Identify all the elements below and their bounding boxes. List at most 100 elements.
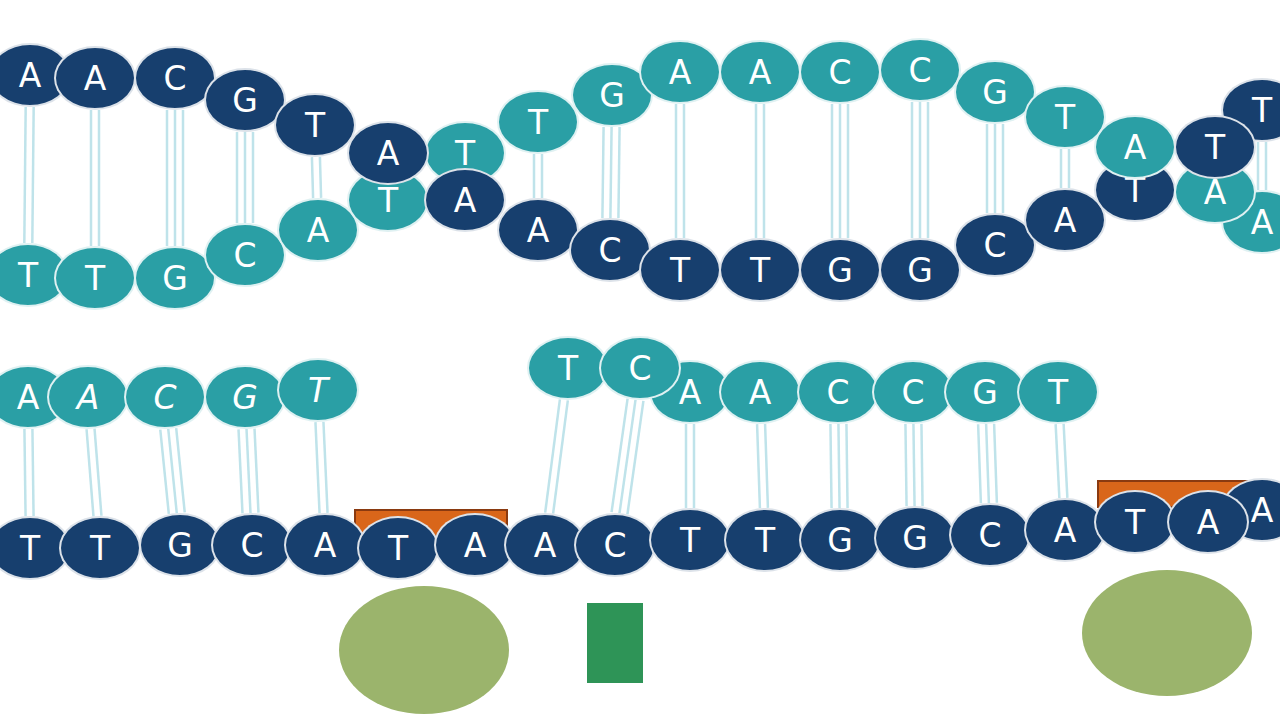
nucleotide: A bbox=[284, 513, 366, 577]
hydrogen-bond bbox=[91, 110, 99, 246]
bond-line bbox=[763, 104, 766, 238]
bond-line bbox=[839, 104, 842, 238]
bond-line bbox=[312, 157, 313, 198]
hydrogen-bond bbox=[167, 110, 183, 246]
nucleotide: A bbox=[719, 360, 801, 424]
base-letter: C bbox=[901, 376, 924, 409]
hydrogen-bond bbox=[534, 154, 542, 198]
nucleotide: G bbox=[799, 508, 881, 572]
base-letter: G bbox=[232, 381, 258, 414]
base-letter: G bbox=[599, 79, 625, 112]
nucleotide: T bbox=[527, 336, 609, 400]
base-letter: A bbox=[534, 529, 557, 562]
base-letter: A bbox=[527, 214, 550, 247]
bond-line bbox=[994, 124, 997, 213]
base-letter: C bbox=[153, 381, 176, 414]
bond-line bbox=[541, 154, 544, 198]
base-letter: C bbox=[603, 529, 626, 562]
base-letter: A bbox=[77, 381, 100, 414]
nucleotide: T bbox=[719, 238, 801, 302]
bond-line bbox=[1064, 424, 1068, 498]
base-letter: C bbox=[978, 519, 1001, 552]
bond-line bbox=[830, 424, 831, 508]
base-letter: C bbox=[598, 234, 621, 267]
base-letter: A bbox=[314, 529, 337, 562]
base-letter: A bbox=[1251, 494, 1274, 527]
bond-line bbox=[846, 424, 847, 508]
base-letter: T bbox=[1055, 101, 1075, 134]
hydrogen-bond bbox=[160, 428, 184, 514]
hydrogen-bond bbox=[978, 424, 997, 504]
base-letter: T bbox=[308, 374, 328, 407]
bond-line bbox=[323, 422, 327, 513]
nucleotide: T bbox=[1174, 115, 1256, 179]
hydrogen-bond bbox=[239, 429, 259, 514]
nucleotide: T bbox=[1094, 490, 1176, 554]
bond-line bbox=[1002, 124, 1005, 213]
nucleotide: G bbox=[879, 238, 961, 302]
bond-line bbox=[913, 424, 914, 506]
base-letter: T bbox=[1252, 94, 1272, 127]
nucleotide: T bbox=[274, 93, 356, 157]
nucleotide: A bbox=[719, 40, 801, 104]
bond-line bbox=[919, 102, 922, 238]
bond-line bbox=[927, 102, 930, 238]
bond-line bbox=[619, 400, 635, 513]
bond-line bbox=[757, 424, 760, 508]
nucleotide: T bbox=[1024, 85, 1106, 149]
base-letter: C bbox=[908, 54, 931, 87]
nucleotide: G bbox=[139, 513, 221, 577]
base-letter: A bbox=[669, 56, 692, 89]
bond-line bbox=[95, 429, 102, 516]
base-letter: C bbox=[233, 239, 256, 272]
bond-line bbox=[533, 154, 536, 198]
hydrogen-bond bbox=[905, 424, 922, 506]
bond-line bbox=[610, 127, 611, 218]
nucleotide: A bbox=[54, 46, 136, 110]
base-letter: C bbox=[826, 376, 849, 409]
base-letter: G bbox=[827, 524, 853, 557]
hydrogen-bond bbox=[987, 124, 1003, 213]
base-letter: A bbox=[19, 59, 42, 92]
hydrogen-bond bbox=[1258, 142, 1266, 190]
nucleotide: C bbox=[872, 360, 954, 424]
polymerase-enzyme bbox=[1082, 570, 1252, 696]
nucleotide: T bbox=[639, 238, 721, 302]
nucleotide: C bbox=[949, 503, 1031, 567]
base-letter: C bbox=[628, 352, 651, 385]
bond-line bbox=[24, 429, 25, 516]
base-letter: T bbox=[90, 532, 110, 565]
nucleotide: C bbox=[879, 38, 961, 102]
bond-line bbox=[978, 424, 981, 503]
bond-line bbox=[1257, 142, 1260, 190]
nucleotide: C bbox=[124, 365, 206, 429]
bond-line bbox=[315, 422, 319, 513]
base-letter: C bbox=[983, 229, 1006, 262]
base-letter: T bbox=[670, 254, 690, 287]
hydrogen-bond bbox=[24, 107, 33, 243]
bond-line bbox=[32, 429, 33, 516]
bond-line bbox=[174, 110, 177, 246]
base-letter: A bbox=[749, 56, 772, 89]
nucleotide: T bbox=[54, 246, 136, 310]
nucleotide: G bbox=[799, 238, 881, 302]
bond-line bbox=[252, 132, 255, 223]
bond-line bbox=[160, 430, 169, 514]
nucleotide: T bbox=[59, 516, 141, 580]
ligase-enzyme bbox=[587, 603, 643, 683]
base-letter: T bbox=[1048, 376, 1068, 409]
base-letter: C bbox=[240, 529, 263, 562]
base-letter: T bbox=[455, 137, 475, 170]
base-letter: G bbox=[972, 376, 998, 409]
bond-line bbox=[1056, 424, 1060, 498]
nucleotide: A bbox=[277, 198, 359, 262]
base-letter: G bbox=[827, 254, 853, 287]
bond-line bbox=[545, 399, 560, 512]
bond-line bbox=[176, 428, 185, 512]
bond-line bbox=[24, 107, 25, 243]
base-letter: A bbox=[1054, 514, 1077, 547]
nucleotide: C bbox=[204, 223, 286, 287]
bond-line bbox=[986, 124, 989, 213]
nucleotide: G bbox=[874, 506, 956, 570]
